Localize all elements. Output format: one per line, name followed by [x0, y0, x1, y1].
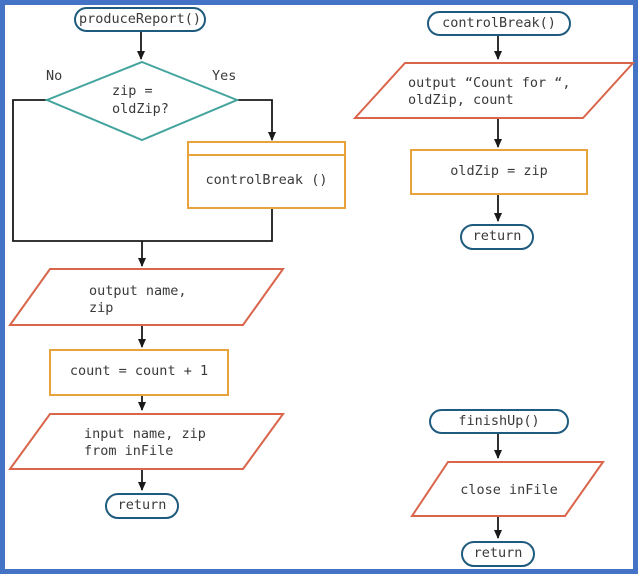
- produce-report-title: produceReport(): [79, 11, 201, 27]
- decision-diamond-shape: [44, 60, 240, 142]
- finish-up-terminal-shape: [429, 409, 569, 434]
- decision-condition-text: zip = oldZip?: [112, 83, 169, 117]
- produce-report-return-shape: [105, 493, 179, 519]
- input-parallelogram-shape: [8, 413, 285, 470]
- oldzip-process-shape: [410, 149, 588, 195]
- input-name-zip-text: input name, zip from inFile: [84, 426, 206, 459]
- produce-report-terminal-shape: [74, 7, 206, 32]
- close-infile-text: close inFile: [460, 482, 558, 498]
- output-count-for-text: output “Count for “, oldZip, count: [408, 75, 571, 108]
- decision-no-label: No: [46, 68, 63, 84]
- finish-up-return-shape: [461, 541, 535, 567]
- connectors-produce-report: [12, 31, 276, 491]
- module-call-text: controlBreak (): [205, 172, 328, 188]
- output-name-zip-text: output name, zip: [89, 283, 187, 316]
- oldzip-process-text: oldZip = zip: [450, 163, 548, 179]
- control-break-return-label: return: [472, 228, 522, 244]
- control-break-title: controlBreak(): [442, 15, 556, 31]
- produce-report-return-label: return: [117, 497, 167, 513]
- output-parallelogram-shape: [8, 268, 285, 326]
- cb-output-parallelogram-shape: [352, 62, 636, 119]
- count-process-shape: [49, 349, 229, 396]
- close-parallelogram-shape: [410, 461, 605, 517]
- control-break-terminal-shape: [427, 11, 571, 36]
- arrow-yes-to-module: [237, 99, 276, 141]
- finish-up-return-label: return: [473, 545, 523, 561]
- control-break-return-shape: [460, 224, 534, 250]
- finish-up-title: finishUp(): [458, 413, 540, 429]
- decision-yes-label: Yes: [212, 68, 237, 84]
- line-no-loop: [12, 99, 273, 242]
- count-process-text: count = count + 1: [69, 363, 209, 379]
- module-call-shape: [187, 141, 346, 209]
